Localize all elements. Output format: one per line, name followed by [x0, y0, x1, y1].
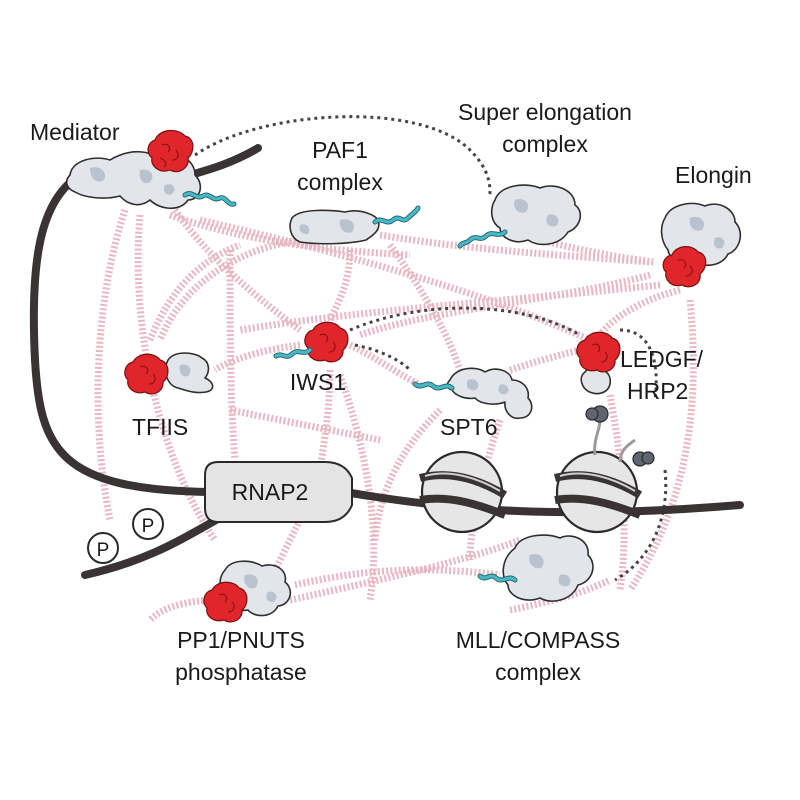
link-mediator-iws1 [172, 207, 303, 333]
phospho-mark-1: P [87, 532, 119, 564]
mediator-protein [65, 129, 237, 210]
spt6-label: SPT6 [440, 414, 498, 440]
disordered-tail-icon [412, 381, 455, 391]
link-paf1-elongin [379, 231, 651, 266]
link-paf1-tfiis [156, 236, 301, 342]
interaction-domain-icon [576, 331, 621, 373]
link-mll-lower [509, 576, 612, 614]
proximity-iws1-ledgf [349, 306, 581, 337]
rnap2-label: RNAP2 [232, 479, 309, 505]
phospho-label: P [142, 516, 155, 537]
elongin-protein [660, 202, 742, 288]
link-elongin-ledgf [597, 286, 681, 338]
ledgf-label-line1: LEDGF/ [620, 346, 704, 372]
link-pp1-spt6 [289, 536, 522, 604]
mediator-label: Mediator [30, 119, 120, 145]
mll-compass-protein [477, 534, 594, 602]
link-elongin-mll [627, 299, 697, 592]
tfiis-label: TFIIS [132, 414, 188, 440]
link-tfiis-rnap2 [229, 406, 381, 444]
disordered-tail-icon [273, 347, 313, 359]
link-tfiis-mediator-2 [146, 241, 242, 342]
link-elongin-tfiis [239, 281, 661, 334]
spt6-protein [412, 367, 533, 420]
interaction-domain-icon [147, 129, 194, 173]
tfiis-protein [124, 352, 214, 395]
interaction-domain-icon [304, 321, 349, 363]
paf1-label-line1: PAF1 [312, 137, 368, 163]
disordered-tail-icon [372, 205, 421, 225]
iws1-protein [273, 321, 349, 363]
interaction-domain-icon [124, 353, 169, 395]
link-pp1-mll [294, 566, 501, 589]
phospho-label: P [97, 540, 110, 561]
mll-label-line1: MLL/COMPASS [456, 627, 620, 653]
link-elongin-iws1 [358, 271, 651, 339]
interaction-domain-icon [662, 246, 707, 288]
histone-marks [585, 405, 655, 467]
pp1-label-line2: phosphatase [175, 659, 307, 685]
disordered-tail-icon [457, 229, 508, 249]
proximity-iws1-spt6 [354, 343, 412, 372]
dna-downstream [341, 488, 744, 517]
rnap2-polymerase: RNAP2 [204, 461, 353, 523]
super-elongation-complex-protein [457, 184, 582, 249]
disordered-tail-icon [477, 573, 518, 583]
proximity-links [194, 115, 668, 582]
link-mediator-tfiis [94, 208, 129, 521]
disordered-tail-icon [182, 191, 237, 207]
paf1-complex-protein [289, 205, 421, 245]
pp1-label-line1: PP1/PNUTS [177, 627, 305, 653]
rna-strand-left [29, 171, 214, 496]
paf1-label-line2: complex [297, 169, 383, 195]
phospho-mark-2: P [132, 508, 164, 540]
ledgf-hrp2-protein [576, 331, 621, 395]
mll-label-line2: complex [495, 659, 581, 685]
sec-label-line1: Super elongation [458, 99, 632, 125]
nucleosome-1 [418, 450, 508, 534]
nucleic-acids [29, 144, 744, 579]
iws1-label: IWS1 [290, 369, 346, 395]
proximity-ledgf-nucleosome [619, 328, 658, 401]
ledgf-label-line2: HRP2 [627, 378, 688, 404]
link-paf1-rnap2 [226, 249, 239, 461]
link-spt6-rnap2 [371, 407, 443, 541]
interaction-domain-icon [203, 581, 248, 623]
nucleosome-2 [553, 450, 643, 534]
link-iws1-spt6 [348, 341, 422, 389]
link-mediator-paf1 [168, 211, 411, 259]
link-paf1-spt6 [387, 242, 464, 372]
proximity-ledgf-mll [614, 469, 668, 582]
elongin-label: Elongin [675, 162, 752, 188]
dna-upstream [81, 511, 229, 579]
link-paf1-iws1 [326, 249, 354, 322]
link-iws1-rnap2 [306, 369, 334, 521]
sec-label-line2: complex [502, 131, 588, 157]
link-spt6-ledgf [508, 346, 581, 374]
pp1-pnuts-protein [203, 560, 292, 623]
